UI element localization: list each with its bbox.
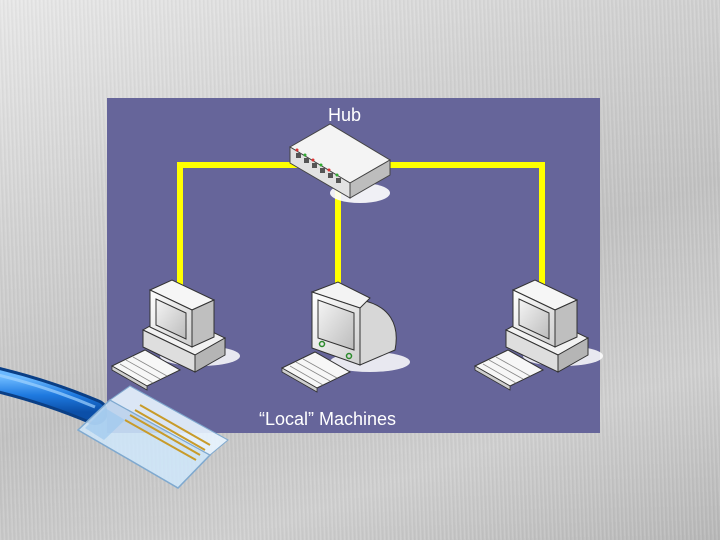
hub-label: Hub — [328, 105, 361, 125]
local-machines-label: “Local” Machines — [259, 409, 396, 429]
ethernet-cable-icon — [0, 373, 95, 412]
